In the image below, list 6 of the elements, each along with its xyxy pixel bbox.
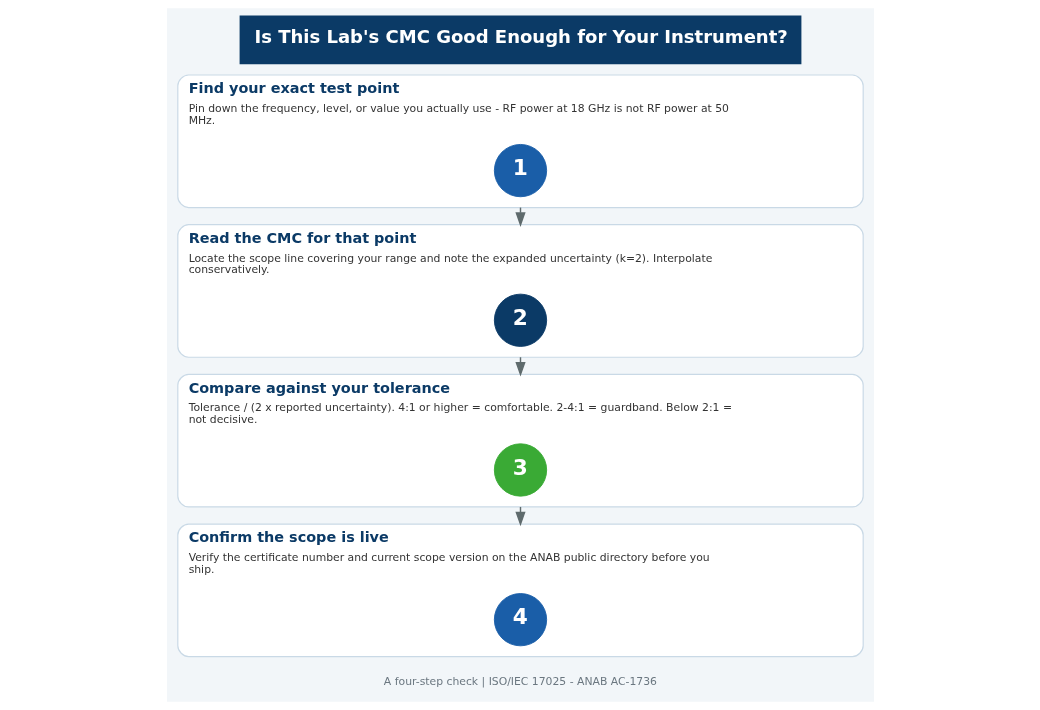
node-circle: 2	[493, 293, 547, 347]
caption: A four-step check | ISO/IEC 17025 - ANAB AC-1736	[383, 674, 657, 688]
node-circle: 4	[493, 593, 547, 647]
node-circle: 1	[493, 144, 547, 198]
diagram-title: Is This Lab's CMC Good Enough for Your Instrument?	[253, 26, 788, 48]
node-circle: 3	[493, 443, 547, 497]
